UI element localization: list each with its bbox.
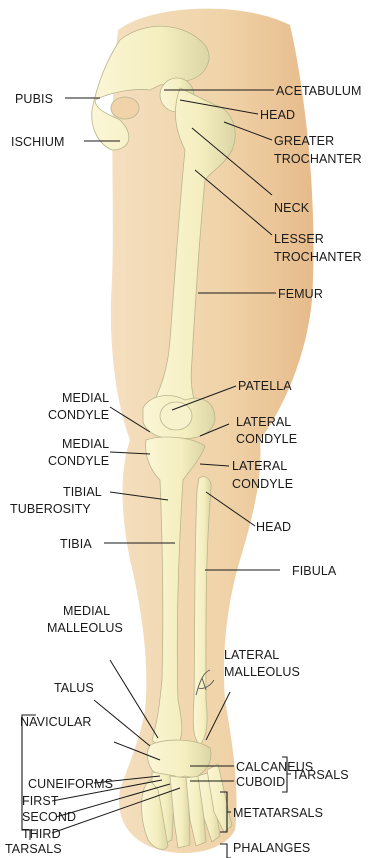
- patella-bone: [160, 402, 192, 430]
- label-lesser-trochanter-line2: TROCHANTER: [274, 250, 362, 264]
- label-tibia: TIBIA: [60, 537, 92, 551]
- label-medial-malleolus-line2: MALLEOLUS: [47, 621, 123, 635]
- label-metatarsals: METATARSALS: [233, 806, 323, 820]
- label-cuboid: CUBOID: [236, 775, 285, 789]
- label-tarsals-right: TARSALS: [292, 768, 349, 782]
- label-medial-condyle-femur-line1: MEDIAL: [62, 391, 109, 405]
- label-tarsals-bottom: TARSALS: [5, 842, 62, 856]
- label-talus: TALUS: [54, 681, 94, 695]
- label-greater-trochanter-line1: GREATER: [274, 134, 334, 148]
- label-fibula: FIBULA: [292, 564, 337, 578]
- label-lateral-malleolus-line1: LATERAL: [224, 648, 279, 662]
- label-medial-condyle-tibia-line2: CONDYLE: [48, 454, 109, 468]
- label-medial-malleolus-line1: MEDIAL: [63, 604, 110, 618]
- label-ischium: ISCHIUM: [11, 135, 64, 149]
- label-navicular: NAVICULAR: [20, 715, 92, 729]
- label-tibial-tuberosity-line2: TUBEROSITY: [10, 502, 91, 516]
- label-patella: PATELLA: [238, 379, 292, 393]
- label-lateral-condyle-femur-line2: CONDYLE: [236, 432, 297, 446]
- label-first: FIRST: [22, 794, 59, 808]
- label-greater-trochanter-line2: TROCHANTER: [274, 152, 362, 166]
- label-lesser-trochanter-line1: LESSER: [274, 232, 324, 246]
- bracket-phalanges: [220, 844, 231, 858]
- label-head-femur: HEAD: [260, 108, 295, 122]
- label-acetabulum: ACETABULUM: [276, 84, 362, 98]
- label-phalanges: PHALANGES: [233, 841, 310, 855]
- label-lateral-condyle-femur-line1: LATERAL: [236, 415, 291, 429]
- label-lateral-condyle-tibia-line1: LATERAL: [232, 459, 287, 473]
- label-second: SECOND: [22, 810, 76, 824]
- label-lateral-malleolus-line2: MALLEOLUS: [224, 665, 300, 679]
- label-cuneiforms: CUNEIFORMS: [28, 777, 113, 791]
- label-tibial-tuberosity-line1: TIBIAL: [63, 485, 102, 499]
- label-medial-condyle-tibia-line1: MEDIAL: [62, 437, 109, 451]
- label-neck: NECK: [274, 201, 310, 215]
- label-lateral-condyle-tibia-line2: CONDYLE: [232, 477, 293, 491]
- label-third: THIRD: [22, 827, 61, 841]
- label-medial-condyle-femur-line2: CONDYLE: [48, 408, 109, 422]
- label-pubis: PUBIS: [15, 92, 53, 106]
- label-femur: FEMUR: [278, 287, 323, 301]
- label-head-fibula: HEAD: [256, 520, 291, 534]
